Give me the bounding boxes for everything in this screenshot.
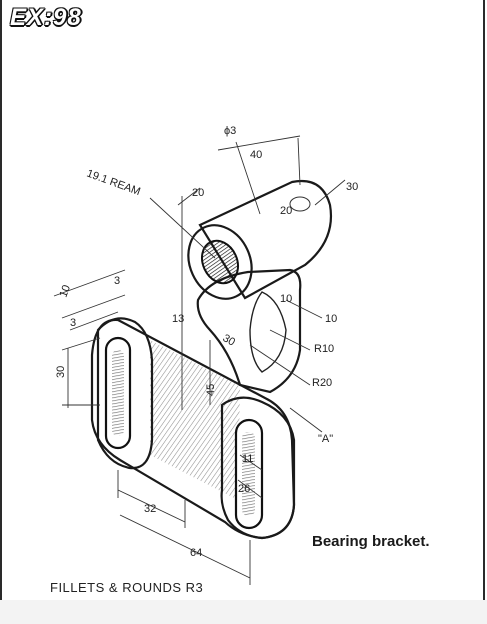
dim-20-boss: 20 (280, 205, 292, 217)
sheet-border-left (0, 0, 2, 600)
dim-13: 13 (172, 313, 184, 325)
dim-phi3: ϕ3 (224, 125, 236, 137)
bearing-boss (187, 179, 332, 300)
dim-30-top: 30 (346, 181, 358, 193)
dim-20-left: 20 (192, 187, 204, 199)
dim-40: 40 (250, 149, 262, 161)
dim-10-left: 10 (58, 283, 73, 299)
dim-ream: 19.1 REAM (85, 168, 142, 199)
dimension-lines (53, 135, 346, 585)
dim-32: 32 (144, 503, 156, 515)
section-a-label: "A" (318, 433, 333, 445)
bottom-margin (0, 600, 487, 624)
dim-26: 26 (238, 483, 250, 495)
dim-64: 64 (190, 547, 202, 559)
dim-10-right: 10 (325, 313, 337, 325)
dim-3-top: 3 (114, 275, 120, 287)
dim-3-left: 3 (70, 317, 76, 329)
dim-30-web: 30 (221, 332, 238, 349)
exercise-label: EX:98 (10, 4, 82, 31)
dim-r20: R20 (312, 377, 332, 389)
dim-45: 45 (205, 384, 217, 396)
figure-caption: Bearing bracket. (312, 533, 430, 550)
dim-11: 11 (242, 453, 253, 465)
web-rib (196, 268, 302, 394)
right-lug (220, 396, 296, 540)
sheet-border-right (483, 0, 485, 600)
fillets-note: FILLETS & ROUNDS R3 (50, 580, 204, 595)
dimension-labels: ϕ3 40 30 19.1 REAM 20 20 10 3 3 13 30 30… (55, 125, 358, 559)
dim-10-web: 10 (280, 293, 292, 305)
left-lug (96, 317, 154, 470)
dim-30-side: 30 (55, 366, 67, 378)
dim-r10: R10 (314, 343, 334, 355)
